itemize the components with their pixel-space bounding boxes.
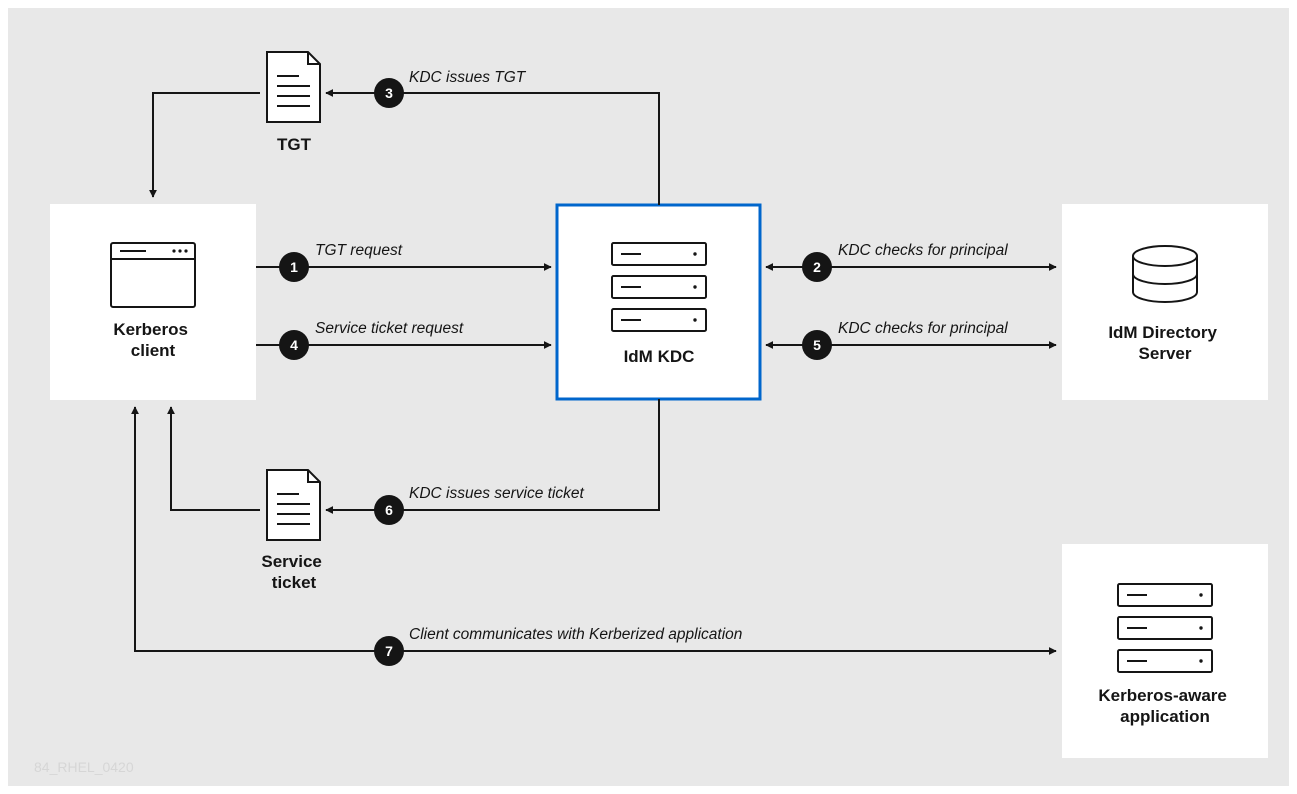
step-3-label: KDC issues TGT bbox=[409, 69, 527, 86]
database-icon bbox=[1132, 245, 1198, 303]
step-5-label: KDC checks for principal bbox=[838, 320, 1008, 337]
kerberos-client-label-line1: Kerberos bbox=[113, 320, 188, 339]
idm-kdc-label: IdM KDC bbox=[624, 347, 695, 366]
step-2-number: 2 bbox=[813, 259, 821, 275]
tgt-document: TGT bbox=[266, 51, 321, 154]
document-icon bbox=[266, 51, 321, 123]
server-rack-icon bbox=[611, 242, 707, 332]
step-4-number: 4 bbox=[290, 337, 298, 353]
step-7-connector bbox=[131, 406, 1057, 655]
directory-server-label-line2: Server bbox=[1139, 344, 1192, 363]
kerberos-client-label-line2: client bbox=[131, 341, 176, 360]
step-6-number: 6 bbox=[385, 502, 393, 518]
step-6-badge: 6 bbox=[374, 495, 404, 525]
step-7-badge: 7 bbox=[374, 636, 404, 666]
idm-kdc-node: IdM KDC bbox=[555, 203, 762, 401]
svg-text:Kerberos-aware applicati: Kerberos-aware application bbox=[1098, 686, 1231, 726]
svg-text:IdM KDC: IdM KDC bbox=[624, 347, 695, 366]
browser-window-icon bbox=[110, 242, 196, 308]
document-icon bbox=[266, 469, 321, 541]
svg-text:TGT: TGT bbox=[277, 135, 312, 154]
step-3-number: 3 bbox=[385, 85, 393, 101]
tgt-label: TGT bbox=[277, 135, 312, 154]
step-4-label: Service ticket request bbox=[315, 320, 464, 337]
step-5-number: 5 bbox=[813, 337, 821, 353]
idm-directory-server-node: IdM Directory Server bbox=[1062, 204, 1268, 400]
kerberos-aware-application-node: Kerberos-aware application bbox=[1062, 544, 1268, 758]
step-5-badge: 5 bbox=[802, 330, 832, 360]
step-6-label: KDC issues service ticket bbox=[409, 485, 585, 502]
step-1-badge: 1 bbox=[279, 252, 309, 282]
svg-text:IdM Directory Server: IdM Directory Server bbox=[1108, 323, 1221, 363]
step-2-label: KDC checks for principal bbox=[838, 242, 1008, 259]
step-7-label: Client communicates with Kerberized appl… bbox=[409, 626, 742, 643]
svg-text:Kerberos client: Kerberos client bbox=[113, 320, 192, 360]
step-4-badge: 4 bbox=[279, 330, 309, 360]
service-ticket-label-line1: Service bbox=[261, 552, 322, 571]
step-1-number: 1 bbox=[290, 259, 298, 275]
figure-id-watermark: 84_RHEL_0420 bbox=[34, 759, 134, 775]
kerberos-client-node: Kerberos client bbox=[50, 204, 256, 400]
step-1-label: TGT request bbox=[315, 242, 403, 259]
step-7-number: 7 bbox=[385, 643, 393, 659]
application-label-line1: Kerberos-aware bbox=[1098, 686, 1227, 705]
application-label-line2: application bbox=[1120, 707, 1210, 726]
server-rack-icon bbox=[1117, 583, 1213, 673]
step-2-badge: 2 bbox=[802, 252, 832, 282]
step-3-badge: 3 bbox=[374, 78, 404, 108]
step-3-connector bbox=[149, 89, 660, 205]
service-ticket-label-line2: ticket bbox=[272, 573, 317, 592]
directory-server-label-line1: IdM Directory bbox=[1108, 323, 1217, 342]
